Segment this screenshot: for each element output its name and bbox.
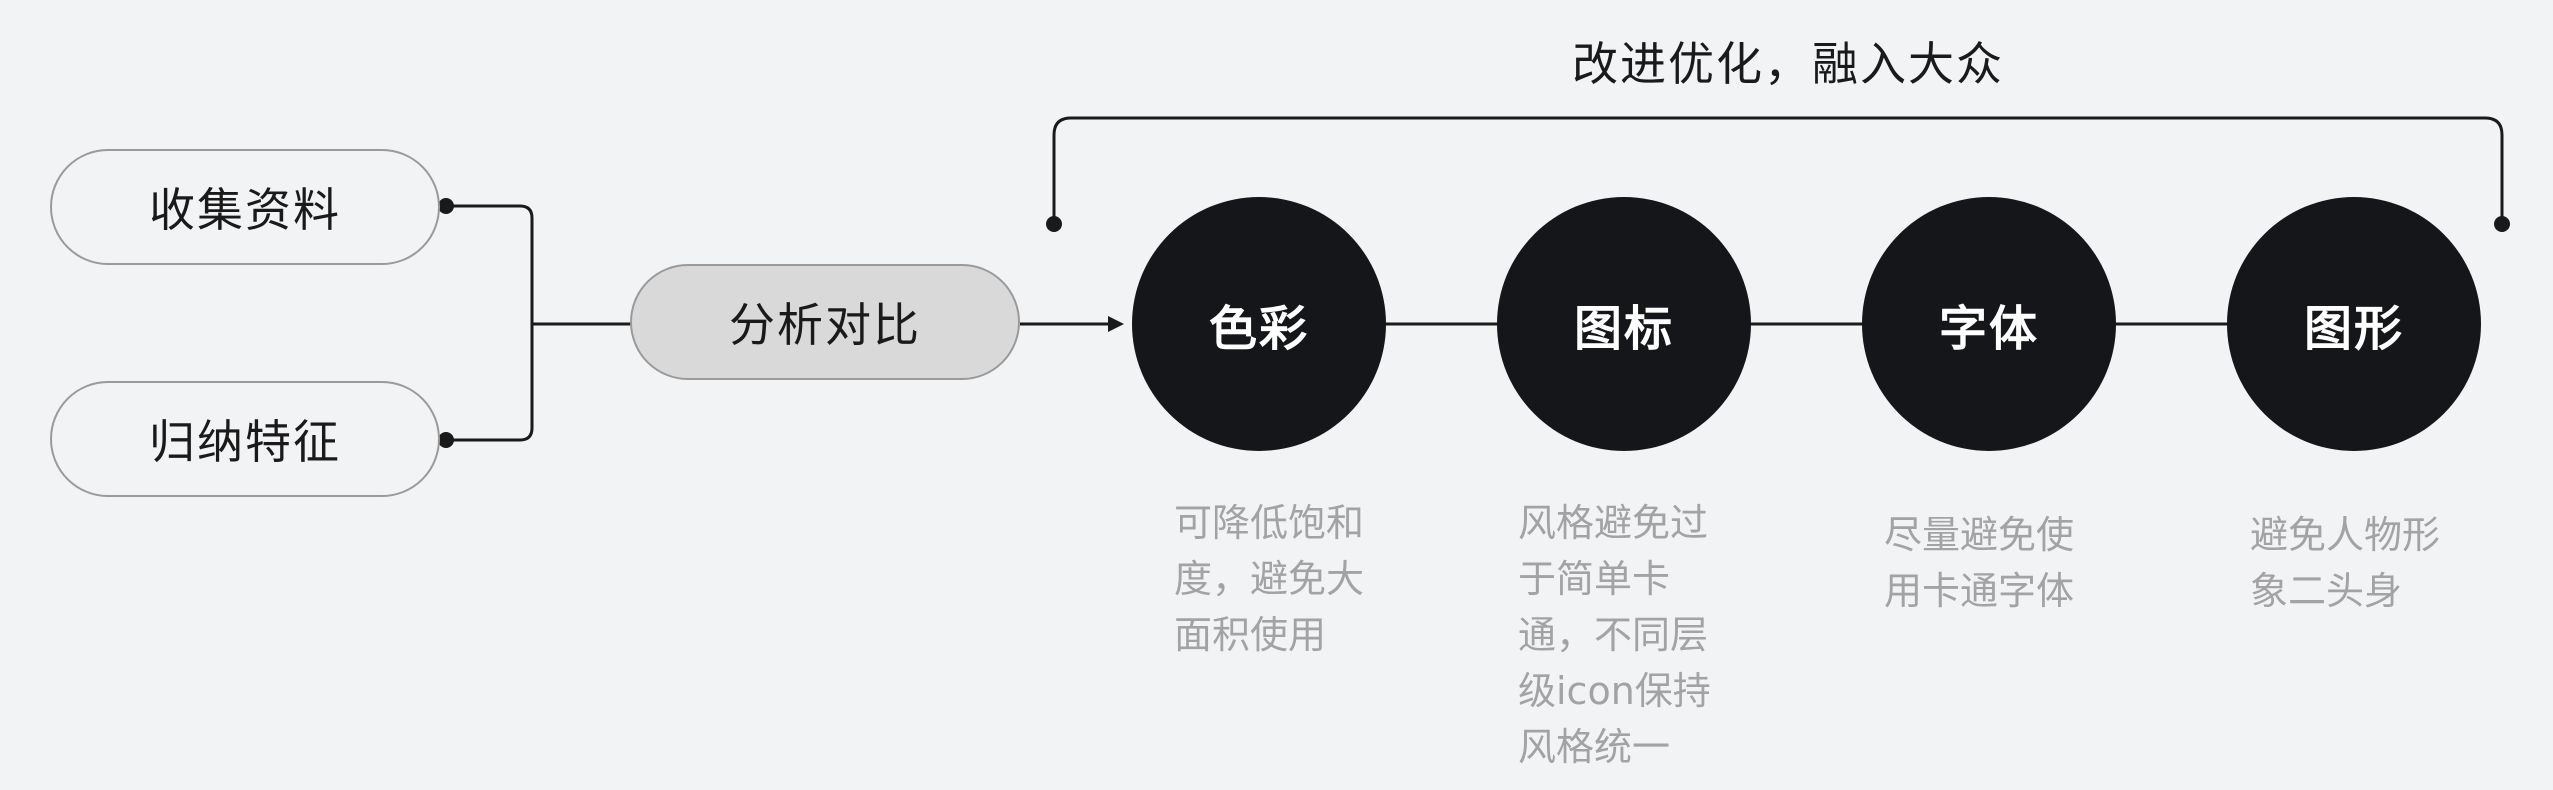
- process-label: 分析对比: [729, 298, 921, 352]
- input-label-summarize: 归纳特征: [149, 415, 341, 469]
- stage-description-color: 可降低饱和 度，避免大 面积使用: [1174, 501, 1365, 657]
- arrow-head: [1108, 316, 1124, 332]
- connector-input-1: [446, 204, 534, 324]
- stage-description-font: 尽量避免使 用卡通字体: [1884, 513, 2075, 613]
- stage-label-graphic: 图形: [2303, 301, 2404, 357]
- input-label-collect: 收集资料: [149, 183, 341, 237]
- stage-node-icon: 图标: [1497, 197, 1751, 451]
- feedback-bracket: [1052, 116, 2504, 224]
- input-pill-collect: 收集资料: [50, 149, 440, 265]
- bracket-dot-right: [2494, 216, 2510, 232]
- feedback-label: 改进优化，融入大众: [1572, 37, 2004, 91]
- stage-label-icon: 图标: [1573, 301, 1674, 357]
- bracket-dot-left: [1046, 216, 1062, 232]
- input-pill-summarize: 归纳特征: [50, 381, 440, 497]
- stage-node-font: 字体: [1862, 197, 2116, 451]
- stage-description-icon: 风格避免过 于简单卡 通，不同层 级icon保持 风格统一: [1518, 501, 1711, 769]
- connector-dot-1: [438, 198, 454, 214]
- connector-input-2: [446, 324, 534, 442]
- stage-label-font: 字体: [1938, 301, 2039, 357]
- process-pill-analyze: 分析对比: [630, 264, 1020, 380]
- stage-label-color: 色彩: [1208, 301, 1309, 357]
- stage-description-graphic: 避免人物形 象二头身: [2250, 513, 2441, 613]
- stage-node-graphic: 图形: [2227, 197, 2481, 451]
- connector-dot-2: [438, 432, 454, 448]
- stage-node-color: 色彩: [1132, 197, 1386, 451]
